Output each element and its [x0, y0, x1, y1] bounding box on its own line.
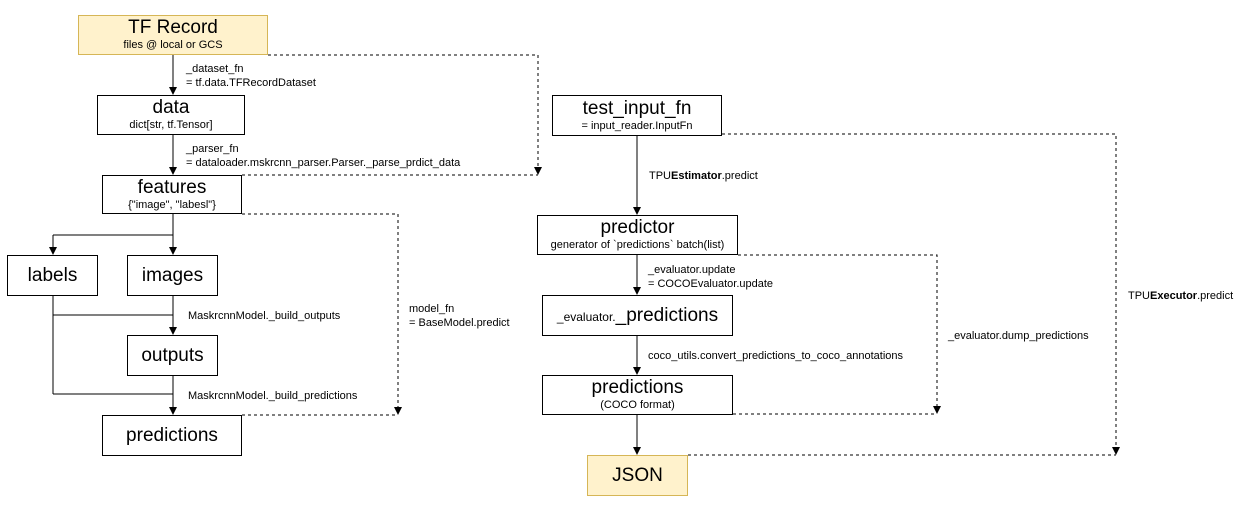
- json-title: JSON: [612, 464, 663, 486]
- dataset-fn-label: _dataset_fn = tf.data.TFRecordDataset: [186, 62, 316, 90]
- predictor-subtitle: generator of `predictions` batch(list): [550, 239, 725, 252]
- dashed-testinput-to-json: [722, 133, 1120, 455]
- model-fn-label: model_fn = BaseModel.predict: [409, 302, 510, 330]
- labels-box: labels: [7, 255, 98, 296]
- test-input-fn-box: test_input_fn = input_reader.InputFn: [552, 95, 722, 136]
- labels-title: labels: [27, 264, 78, 286]
- parser-fn-line1: _parser_fn: [186, 143, 239, 155]
- dashed-tfrecord-to-features: [268, 54, 542, 175]
- outputs-title: outputs: [141, 344, 204, 366]
- features-subtitle: {"image", "labesl"}: [128, 198, 216, 211]
- evaluator-predictions-box: _evaluator. _predictions: [542, 295, 733, 336]
- features-box: features {"image", "labesl"}: [102, 175, 242, 214]
- predictor-box: predictor generator of `predictions` bat…: [537, 215, 738, 255]
- test-input-fn-subtitle: = input_reader.InputFn: [581, 119, 693, 132]
- evaluator-predictions-title: _predictions: [615, 304, 719, 326]
- json-box: JSON: [587, 455, 688, 496]
- coco-convert-label: coco_utils.convert_predictions_to_coco_a…: [648, 350, 903, 362]
- tf-record-title: TF Record: [128, 17, 218, 39]
- outputs-box: outputs: [127, 335, 218, 376]
- dataset-fn-line2: = tf.data.TFRecordDataset: [186, 77, 316, 89]
- dataset-fn-line1: _dataset_fn: [186, 63, 244, 75]
- tpu-estimator-bold: Estimator: [671, 170, 722, 182]
- build-outputs-label: MaskrcnnModel._build_outputs: [188, 310, 341, 322]
- parser-fn-line2: = dataloader.mskrcnn_parser.Parser._pars…: [186, 157, 461, 169]
- predictions-left-title: predictions: [126, 424, 218, 446]
- images-box: images: [127, 255, 218, 296]
- data-subtitle: dict[str, tf.Tensor]: [129, 119, 213, 132]
- tf-record-subtitle: files @ local or GCS: [123, 39, 223, 52]
- tpu-estimator-pre: TPU: [649, 170, 671, 182]
- parser-fn-label: _parser_fn = dataloader.mskrcnn_parser.P…: [186, 142, 460, 170]
- predictions-right-subtitle: (COCO format): [600, 399, 675, 412]
- tpu-estimator-label: TPUEstimator.predict: [649, 169, 758, 183]
- data-box: data dict[str, tf.Tensor]: [97, 95, 245, 135]
- evaluator-update-label: _evaluator.update = COCOEvaluator.update: [648, 263, 773, 291]
- data-title: data: [152, 97, 190, 119]
- tf-record-box: TF Record files @ local or GCS: [78, 15, 268, 55]
- predictions-right-title: predictions: [591, 377, 684, 399]
- tpu-executor-pre: TPU: [1128, 290, 1150, 302]
- model-fn-line1: model_fn: [409, 303, 455, 315]
- tpu-estimator-post: .predict: [721, 170, 758, 182]
- dashed-predictor-to-predictions: [738, 254, 941, 414]
- dump-predictions-label: _evaluator.dump_predictions: [948, 330, 1089, 342]
- tpu-executor-bold: Executor: [1150, 290, 1198, 302]
- predictor-title: predictor: [600, 217, 675, 239]
- images-title: images: [141, 264, 204, 286]
- evaluator-update-line2: = COCOEvaluator.update: [648, 278, 774, 290]
- evaluator-predictions-row: _evaluator. _predictions: [556, 304, 719, 326]
- build-predictions-label: MaskrcnnModel._build_predictions: [188, 390, 358, 402]
- predictions-right-box: predictions (COCO format): [542, 375, 733, 415]
- features-title: features: [137, 176, 207, 198]
- evaluator-update-line1: _evaluator.update: [648, 264, 736, 276]
- model-fn-line2: = BaseModel.predict: [409, 317, 510, 329]
- test-input-fn-title: test_input_fn: [582, 97, 692, 119]
- dashed-features-to-predictions: [242, 213, 402, 415]
- predictions-left-box: predictions: [102, 415, 242, 456]
- tpu-executor-post: .predict: [1197, 290, 1234, 302]
- evaluator-prefix: _evaluator.: [556, 309, 616, 324]
- tpu-executor-label: TPUExecutor.predict: [1128, 289, 1233, 303]
